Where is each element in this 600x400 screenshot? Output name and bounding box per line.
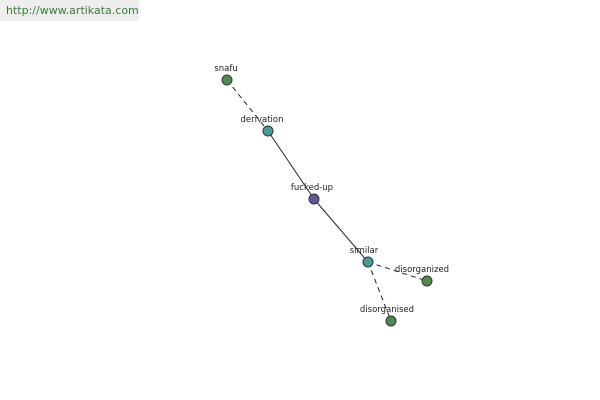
graph-nodes xyxy=(221,74,433,327)
node-label-disorganised: disorganised xyxy=(360,305,414,315)
node-label-snafu: snafu xyxy=(214,64,237,74)
edge-similar-disorganised xyxy=(367,261,392,322)
graph-labels: snafu derivation fucked-up similar disorgani… xyxy=(214,64,449,315)
edge-fucked-up-similar xyxy=(313,198,369,263)
node-label-fucked-up: fucked-up xyxy=(291,183,333,193)
node-label-derivation: derivation xyxy=(240,115,283,125)
edge-derivation-fucked-up xyxy=(267,130,315,200)
node-fucked-up[interactable] xyxy=(308,193,320,205)
node-label-similar: similar xyxy=(350,246,379,256)
node-label-disorganized: disorganized xyxy=(395,265,449,275)
node-snafu[interactable] xyxy=(221,74,233,86)
node-similar[interactable] xyxy=(362,256,374,268)
watermark-url: http://www.artikata.com xyxy=(0,0,139,21)
node-disorganized[interactable] xyxy=(421,275,433,287)
graph-edges xyxy=(226,79,428,322)
edge-similar-disorganized xyxy=(367,261,428,282)
node-disorganised[interactable] xyxy=(385,315,397,327)
edge-snafu-derivation xyxy=(226,79,269,132)
node-derivation[interactable] xyxy=(262,125,274,137)
